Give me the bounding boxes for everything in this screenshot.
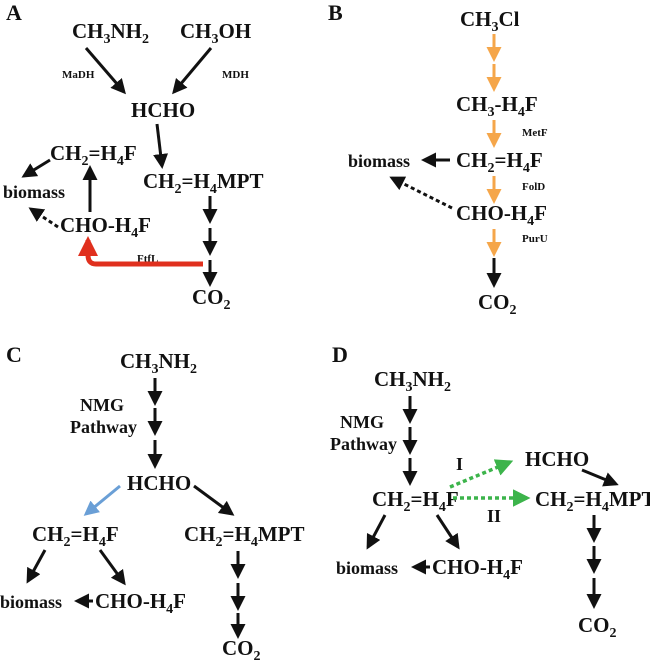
a-arrow-ch2h4f-biomass [21,158,51,178]
panel-c-letter: C [6,342,22,367]
panel-b-letter: B [328,0,343,25]
panel-d-letter: D [332,342,348,367]
panel-a-letter: A [6,0,22,25]
a-co2: CO2 [192,285,231,313]
d-ch2h4f: CH2=H4F [372,487,459,515]
c-blue-arrow-hcho-ch2h4f [83,484,121,516]
c-arrow-ch2h4f-biomass [26,549,47,584]
a-biomass: biomass [3,182,65,202]
a-dotted-arrow-biomass [28,207,59,229]
b-biomass: biomass [348,151,410,171]
a-arrow-hcho-ch2h4mpt [153,123,169,169]
a-arrow-ch3nh2-hcho [84,47,126,95]
b-puru-enzyme: PurU [522,233,548,245]
d-pathway-label: Pathway [330,434,397,454]
c-ch3nh2: CH3NH2 [120,349,197,377]
d-hcho: HCHO [525,447,589,471]
d-arrow-ch2h4f-choh4f [435,514,460,550]
b-fold-enzyme: FolD [522,181,545,193]
b-co2: CO2 [478,290,517,318]
d-arrow-ch2h4f-biomass [366,514,387,550]
a-ch2h4f: CH2=H4F [50,141,137,169]
d-co2: CO2 [578,613,617,641]
a-ch3oh: CH3OH [180,19,251,47]
c-ch2h4f: CH2=H4F [32,522,119,550]
b-ch3cl: CH3Cl [460,7,520,35]
d-green-arrow-route-i [449,459,514,489]
c-biomass: biomass [0,592,62,612]
c-co2: CO2 [222,636,261,663]
a-madh-enzyme: MaDH [62,69,95,81]
b-ch2h4f: CH2=H4F [456,148,543,176]
c-nmg-label: NMG [80,395,124,415]
d-ch3nh2: CH3NH2 [374,367,451,395]
d-nmg-label: NMG [340,412,384,432]
c-hcho: HCHO [127,471,191,495]
c-arrow-ch2h4f-choh4f [98,549,126,586]
d-roman-ii: II [487,506,501,526]
d-biomass: biomass [336,558,398,578]
b-metf-enzyme: MetF [522,127,548,139]
a-arrow-ch3oh-hcho [172,47,213,95]
b-choh4f: CHO-H4F [456,201,547,229]
b-dotted-arrow-biomass [389,176,453,210]
b-ch3h4f: CH3-H4F [456,92,538,120]
d-choh4f: CHO-H4F [432,555,523,583]
a-ch2h4mpt: CH2=H4MPT [143,169,263,197]
d-ch2h4mpt: CH2=H4MPT [535,487,650,515]
d-arrow-hcho-ch2h4mpt [581,468,619,487]
a-hcho: HCHO [131,98,195,122]
a-mdh-enzyme: MDH [222,69,249,81]
a-ch3nh2: CH3NH2 [72,19,149,47]
a-choh4f: CHO-H4F [60,213,151,241]
a-ftfl-red-arrow [78,236,203,267]
c-arrow-hcho-ch2h4mpt [193,484,235,516]
c-choh4f: CHO-H4F [95,589,186,617]
c-ch2h4mpt: CH2=H4MPT [184,522,304,550]
c-pathway-label: Pathway [70,417,137,437]
d-roman-i: I [456,454,463,474]
